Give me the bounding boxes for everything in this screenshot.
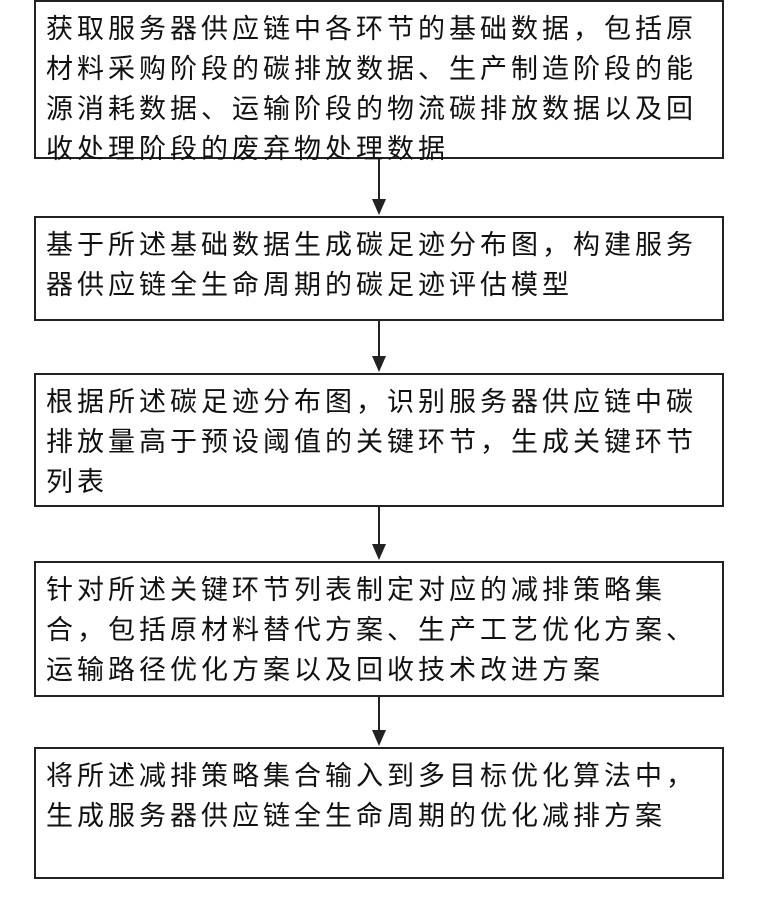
- arrow-down-icon: [364, 159, 394, 216]
- flow-step-2-text: 基于所述基础数据生成碳足迹分布图，构建服务器供应链全生命周期的碳足迹评估模型: [46, 226, 712, 306]
- flow-step-1: 获取服务器供应链中各环节的基础数据，包括原材料采购阶段的碳排放数据、生产制造阶段…: [34, 0, 724, 159]
- flow-step-5-text: 将所述减排策略集合输入到多目标优化算法中，生成服务器供应链全生命周期的优化减排方…: [46, 757, 712, 837]
- arrow-down-icon: [364, 507, 394, 561]
- arrow-down-icon: [364, 697, 394, 747]
- flow-step-4-text: 针对所述关键环节列表制定对应的减排策略集合，包括原材料替代方案、生产工艺优化方案…: [46, 571, 712, 691]
- flow-step-5: 将所述减排策略集合输入到多目标优化算法中，生成服务器供应链全生命周期的优化减排方…: [34, 747, 724, 879]
- flow-arrow-3: [364, 507, 394, 561]
- flow-arrow-4: [364, 697, 394, 747]
- flow-step-2: 基于所述基础数据生成碳足迹分布图，构建服务器供应链全生命周期的碳足迹评估模型: [34, 216, 724, 321]
- flow-arrow-1: [364, 159, 394, 216]
- flow-step-4: 针对所述关键环节列表制定对应的减排策略集合，包括原材料替代方案、生产工艺优化方案…: [34, 561, 724, 697]
- flow-step-3-text: 根据所述碳足迹分布图，识别服务器供应链中碳排放量高于预设阈值的关键环节，生成关键…: [46, 383, 712, 503]
- arrow-down-icon: [364, 321, 394, 373]
- flow-arrow-2: [364, 321, 394, 373]
- flow-step-3: 根据所述碳足迹分布图，识别服务器供应链中碳排放量高于预设阈值的关键环节，生成关键…: [34, 373, 724, 507]
- flow-step-1-text: 获取服务器供应链中各环节的基础数据，包括原材料采购阶段的碳排放数据、生产制造阶段…: [46, 10, 712, 170]
